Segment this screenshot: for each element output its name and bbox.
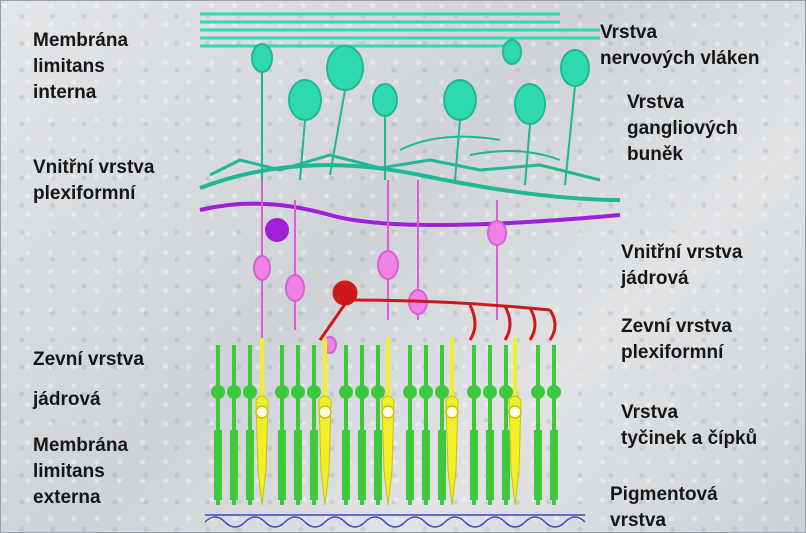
pigment-layer	[205, 515, 585, 527]
label-line: Vrstva	[621, 400, 757, 426]
rod-cell	[403, 345, 417, 505]
cone-cell	[382, 338, 394, 505]
label-line: Vnitřní vrstva	[33, 155, 154, 181]
label-line: vrstva	[610, 508, 718, 533]
label-zevni-vrstva-jadrova: Zevní vrstva jádrová	[33, 347, 144, 413]
label-line: plexiformní	[33, 181, 154, 207]
rod-cell	[355, 345, 369, 505]
label-line: externa	[33, 485, 128, 511]
label-line: Zevní vrstva	[621, 314, 732, 340]
ganglion-cells	[200, 40, 620, 200]
cone-cell	[319, 338, 331, 505]
label-line: limitans	[33, 459, 128, 485]
label-line: limitans	[33, 54, 128, 80]
label-line: Zevní vrstva	[33, 347, 144, 373]
label-vrstva-nervovych-vlaken: Vrstva nervových vláken	[600, 20, 759, 72]
label-vnitrni-vrstva-jadrova: Vnitřní vrstva jádrová	[621, 240, 742, 292]
rod-cell	[419, 345, 433, 505]
label-line: Vnitřní vrstva	[621, 240, 742, 266]
rod-cell	[531, 345, 545, 505]
label-vnitrni-vrstva-plexiformni: Vnitřní vrstva plexiformní	[33, 155, 154, 207]
cone-cell	[509, 338, 521, 505]
label-zevni-vrstva-plexiformni: Zevní vrstva plexiformní	[621, 314, 732, 366]
label-membrana-limitans-interna: Membrána limitans interna	[33, 28, 128, 106]
label-line: gangliových	[627, 116, 738, 142]
rod-cell	[211, 345, 225, 505]
rod-cell	[275, 345, 289, 505]
rod-cell	[291, 345, 305, 505]
label-pigmentova-vrstva: Pigmentová vrstva	[610, 482, 718, 533]
label-line: Membrána	[33, 433, 128, 459]
horizontal-cell	[320, 282, 555, 340]
rod-cell	[243, 345, 257, 505]
label-line: Vrstva	[600, 20, 759, 46]
label-vrstva-gangliovych-bunek: Vrstva gangliových buněk	[627, 90, 738, 168]
rod-cell	[339, 345, 353, 505]
label-line: tyčinek a čípků	[621, 426, 757, 452]
label-line: jádrová	[33, 387, 144, 413]
label-line: jádrová	[621, 266, 742, 292]
label-line: interna	[33, 80, 128, 106]
rod-cell	[227, 345, 241, 505]
rod-cell	[307, 345, 321, 505]
label-line: buněk	[627, 142, 738, 168]
label-line: nervových vláken	[600, 46, 759, 72]
label-line: plexiformní	[621, 340, 732, 366]
rod-cell	[547, 345, 561, 505]
label-line: Vrstva	[627, 90, 738, 116]
photoreceptors	[211, 338, 561, 505]
cone-cell	[446, 338, 458, 505]
nerve-fibers	[200, 14, 600, 46]
label-line: Pigmentová	[610, 482, 718, 508]
label-membrana-limitans-externa: Membrána limitans externa	[33, 433, 128, 511]
label-line: Membrána	[33, 28, 128, 54]
cone-cell	[256, 338, 268, 505]
label-vrstva-tycinek-a-cipku: Vrstva tyčinek a čípků	[621, 400, 757, 452]
rod-cell	[467, 345, 481, 505]
rod-cell	[483, 345, 497, 505]
